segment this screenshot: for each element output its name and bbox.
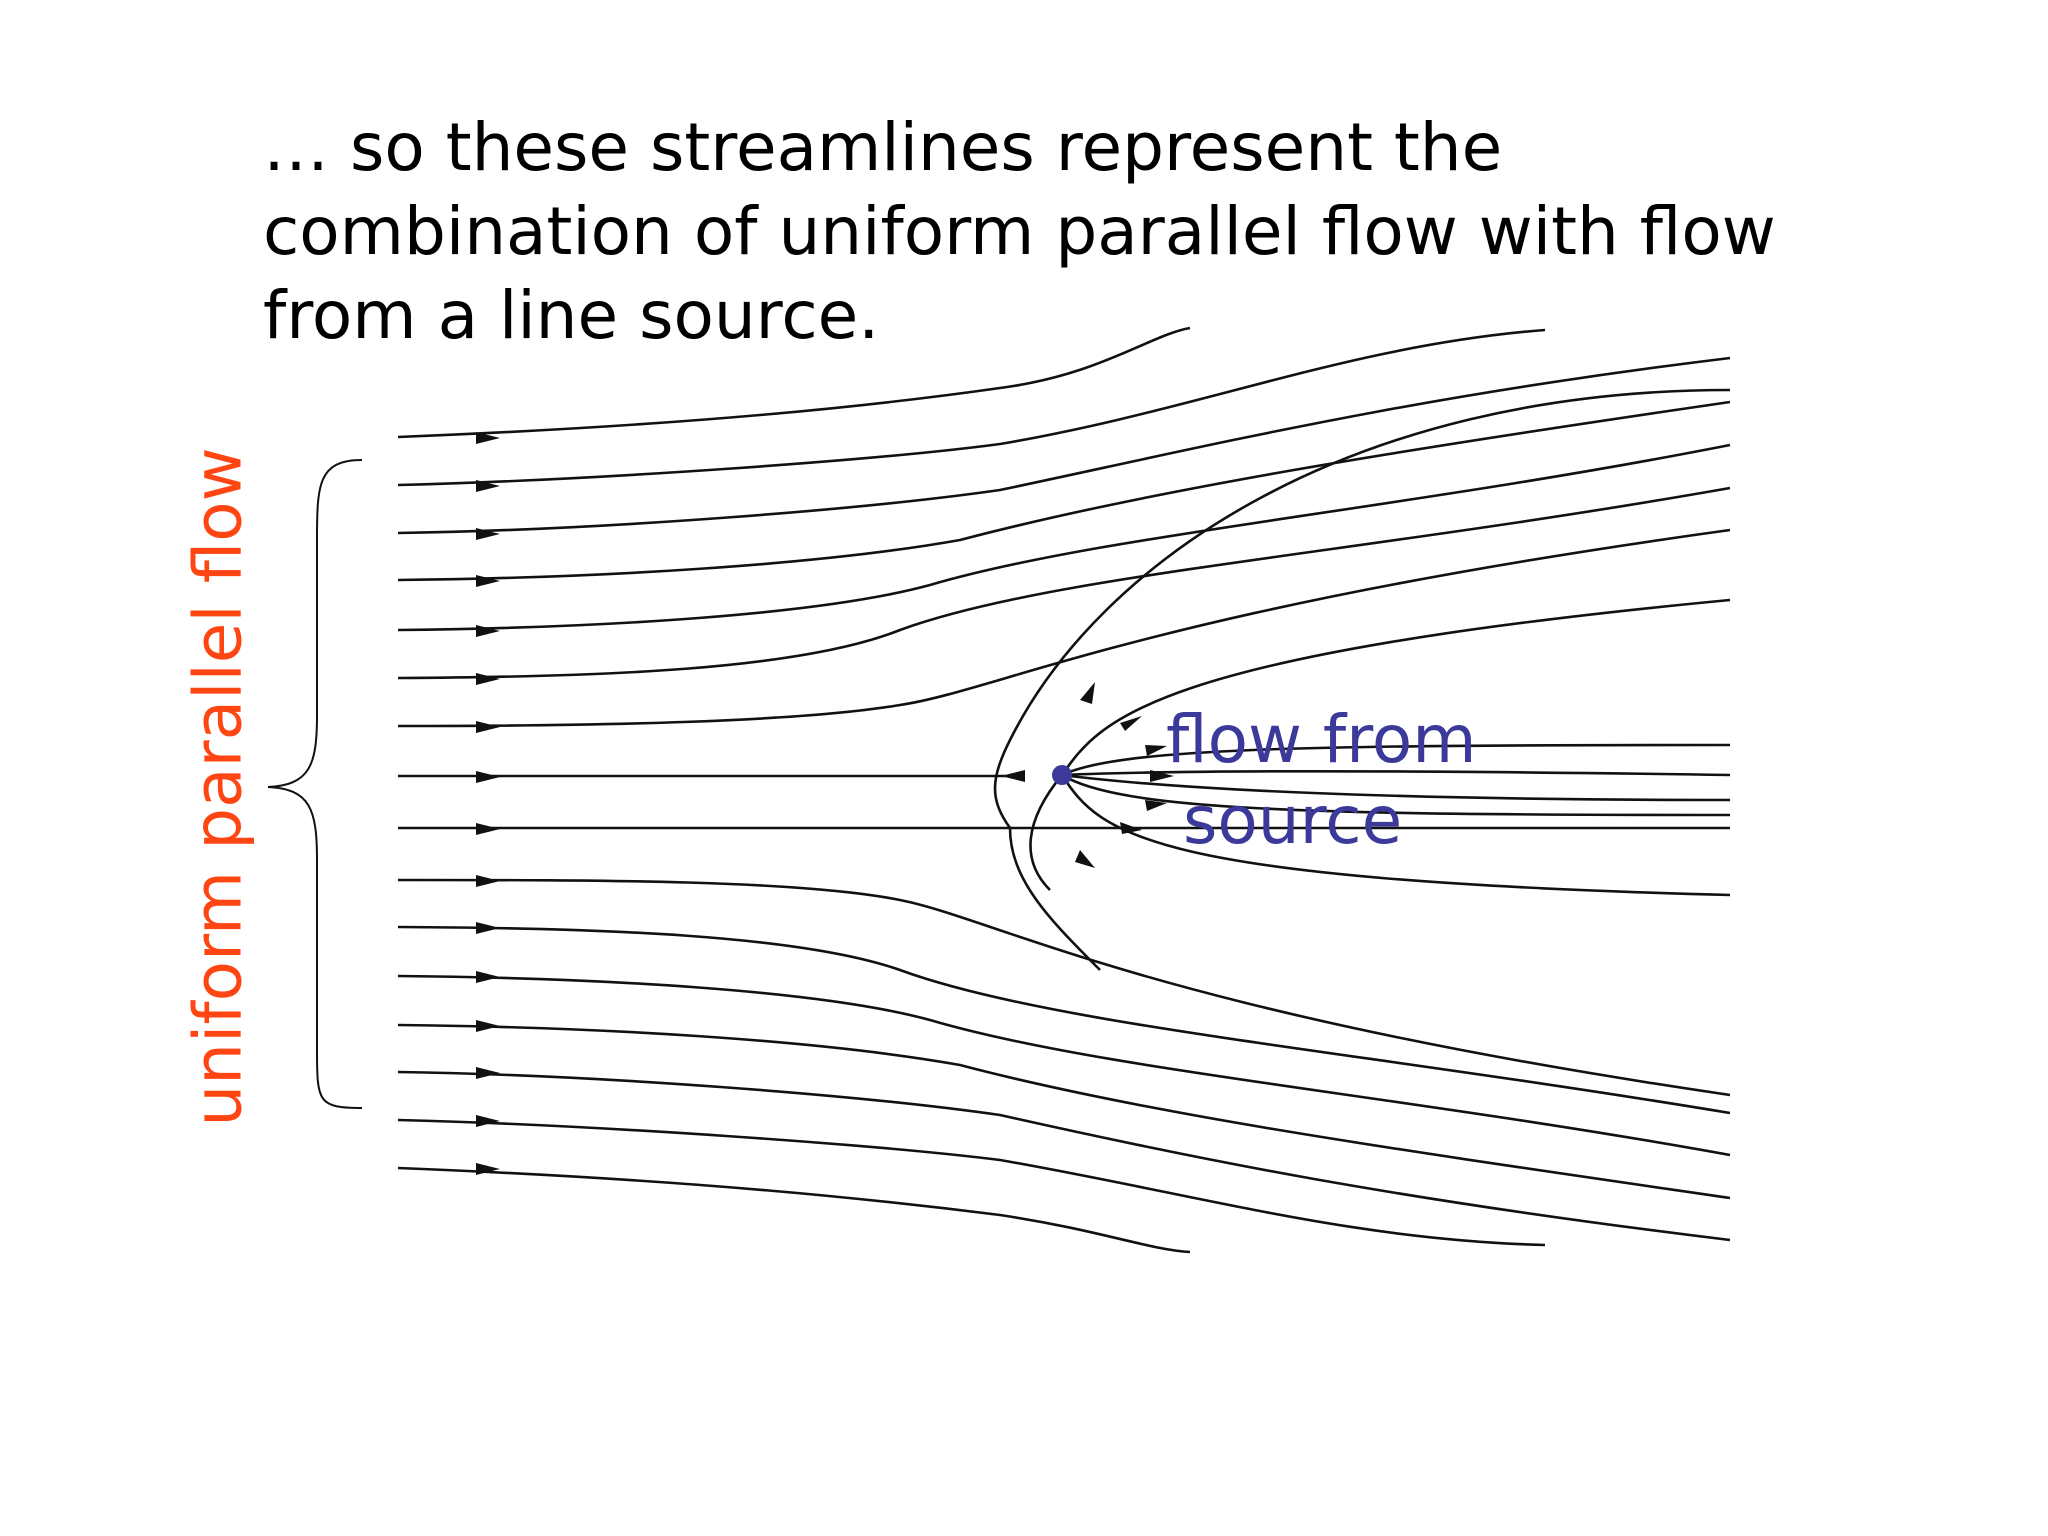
arrowhead-icon	[476, 575, 500, 587]
dividing-streamline	[993, 388, 1731, 971]
streamline	[397, 878, 1731, 1097]
streamline	[397, 326, 1191, 439]
arrowhead-icon	[476, 922, 500, 934]
arrowhead-icon	[1120, 716, 1142, 731]
title-line-3: from a line source.	[263, 277, 880, 354]
arrowhead-icon	[476, 823, 500, 835]
slide-title: … so these streamlines represent the com…	[263, 106, 1823, 358]
streamline	[397, 328, 1546, 487]
arrowhead-icon	[476, 1163, 500, 1175]
streamline	[397, 400, 1731, 582]
arrowhead-icon	[476, 771, 500, 783]
brace-icon	[267, 459, 363, 1109]
arrowhead-icon	[1150, 770, 1174, 782]
uniform-flow-label: uniform parallel flow	[179, 447, 257, 1127]
arrowhead-icon	[1145, 745, 1167, 756]
arrowhead-icon	[476, 971, 500, 983]
source-streamline	[1060, 774, 1731, 897]
source-streamline	[1061, 743, 1731, 777]
arrowhead-icon	[476, 625, 500, 637]
streamline	[397, 925, 1731, 1115]
arrowhead-icon	[476, 1067, 500, 1079]
arrowhead-icon	[476, 721, 500, 733]
source-point	[1052, 765, 1072, 785]
title-line-1: … so these streamlines represent the	[263, 109, 1503, 186]
streamline	[397, 486, 1731, 680]
arrowhead-icon	[1001, 770, 1025, 782]
streamline	[397, 1166, 1191, 1254]
source-streamline	[1061, 773, 1731, 817]
arrowhead-icon	[1080, 682, 1095, 704]
arrowhead-icon	[1145, 800, 1167, 811]
streamline	[397, 1023, 1731, 1200]
arrowhead-icon	[476, 432, 500, 444]
arrowhead-icon	[476, 528, 500, 540]
arrowhead-icon	[1120, 822, 1142, 834]
source-streamline	[1060, 598, 1731, 776]
arrowhead-icon	[476, 875, 500, 887]
arrowhead-icon	[1075, 850, 1095, 868]
streamline	[397, 974, 1731, 1157]
streamline	[397, 356, 1731, 535]
arrowheads-group	[476, 432, 1174, 1175]
source-label-line-2: source	[1183, 782, 1403, 859]
streamline	[397, 1118, 1546, 1247]
streamline	[397, 443, 1731, 632]
arrowhead-icon	[476, 1020, 500, 1032]
title-line-2: combination of uniform parallel flow wit…	[263, 193, 1776, 270]
arrowhead-icon	[476, 1115, 500, 1127]
arrowhead-icon	[476, 673, 500, 685]
arrowhead-icon	[476, 480, 500, 492]
streamline	[397, 1070, 1731, 1242]
source-streamline	[1061, 773, 1731, 802]
source-streamline	[1029, 774, 1064, 891]
streamline	[397, 528, 1731, 728]
source-streamline	[1061, 769, 1731, 777]
streamlines-group	[397, 326, 1731, 1254]
source-label-line-1: flow from	[1166, 701, 1477, 778]
